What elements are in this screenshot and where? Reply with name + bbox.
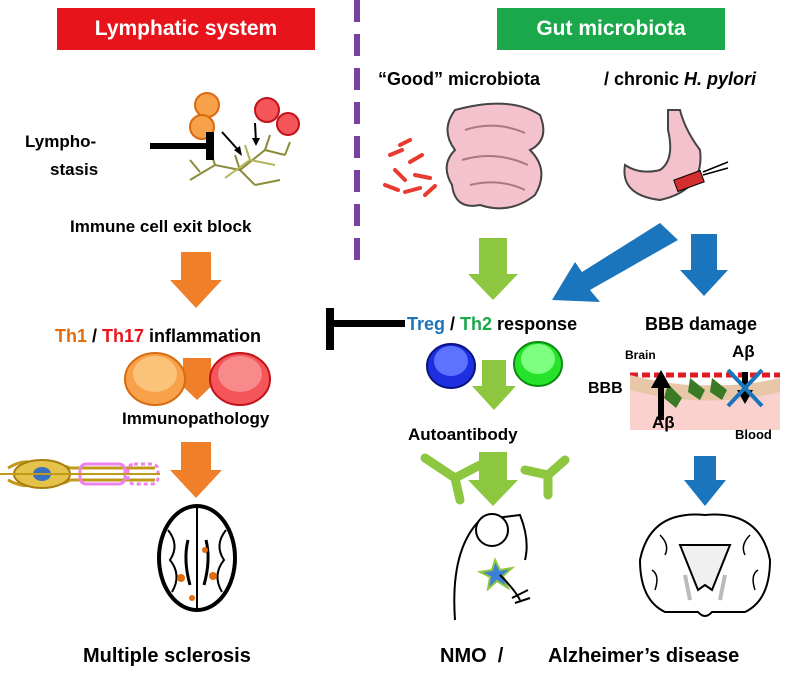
th2-label: Th2 (460, 314, 493, 334)
bbb-label: BBB (588, 380, 623, 397)
bbb-damage-label: BBB damage (645, 314, 758, 334)
green-arrow-1 (468, 238, 518, 300)
lymphostasis-label-line1: Lympho- (25, 132, 97, 151)
blood-label: Blood (735, 427, 772, 442)
antibody-right (520, 455, 570, 500)
exit-block-label: Immune cell exit block (70, 217, 252, 236)
neuron-demyelination (0, 459, 160, 489)
stomach-illustration (623, 109, 729, 202)
orange-arrow-3 (170, 442, 222, 498)
multiple-sclerosis-label: Multiple sclerosis (83, 645, 251, 667)
blue-arrow-down-1 (680, 234, 728, 296)
th17-label: Th17 (102, 326, 145, 346)
alzheimers-label: Alzheimer’s disease (548, 645, 740, 667)
abeta-top-label: Aβ (732, 342, 755, 361)
lymphostasis-label-line2: stasis (50, 160, 99, 179)
h-pylori-label: / chronic H. pylori (604, 69, 757, 89)
th17-cell (209, 352, 271, 406)
abeta-bottom-label: Aβ (652, 413, 675, 432)
blocked-cross-2 (726, 368, 764, 408)
immunopathology-label: Immunopathology (122, 409, 270, 428)
brain-label: Brain (625, 348, 656, 362)
antibody-left (420, 453, 485, 505)
red-cell-2 (276, 112, 300, 136)
green-arrow-2 (472, 360, 516, 410)
green-arrow-3 (468, 452, 518, 506)
ms-brain-illustration (157, 504, 237, 612)
treg-inhibitor-bar (330, 320, 405, 327)
lymphatic-vessel-network (189, 134, 291, 186)
th-inflammation-label: Th1 / Th17 inflammation (55, 326, 262, 346)
alzheimer-brain-illustration (638, 513, 772, 617)
orange-arrow-1 (170, 252, 222, 308)
treg-label: Treg (407, 314, 446, 334)
red-cell-1 (254, 97, 280, 123)
th1-label: Th1 (55, 326, 88, 346)
intestine-illustration (445, 102, 545, 210)
autoantibody-label: Autoantibody (408, 425, 518, 444)
treg-th2-response-label: Treg / Th2 response (407, 314, 578, 334)
lymphostasis-inhibitor (150, 143, 212, 149)
th2-cell (513, 341, 563, 387)
nmo-label: NMO / (440, 645, 504, 667)
nmo-astrocyte-illustration (453, 513, 531, 621)
gut-microbiota-header: Gut microbiota (497, 8, 725, 50)
th1-cell (124, 352, 186, 406)
blue-arrow-down-2 (684, 456, 726, 506)
damage-star (476, 557, 516, 592)
treg-cell (426, 343, 476, 389)
lymphatic-system-header: Lymphatic system (57, 8, 315, 50)
good-microbiota-label: “Good” microbiota (378, 69, 540, 89)
orange-cell-1 (194, 92, 220, 118)
blue-arrow-diagonal (552, 223, 678, 302)
good-bacteria (383, 138, 437, 197)
bbb-illustration (630, 368, 780, 430)
